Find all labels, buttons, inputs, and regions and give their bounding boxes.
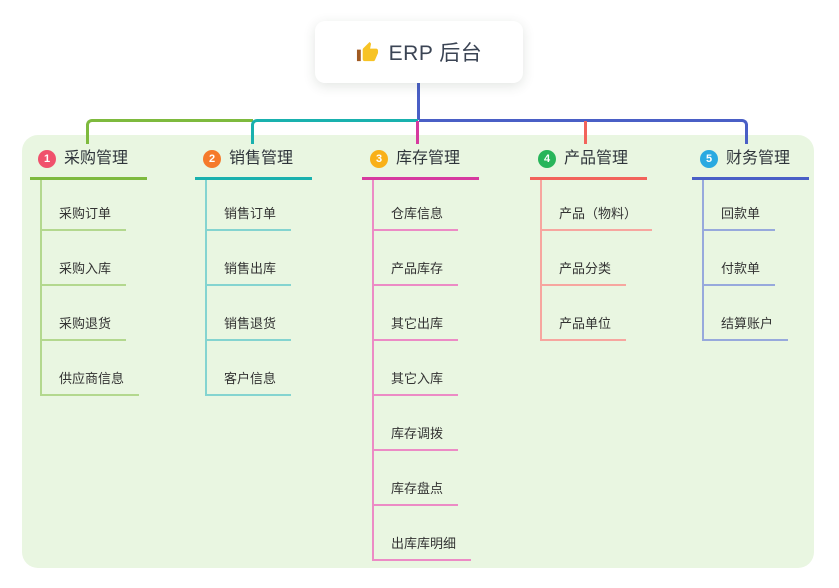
mindmap-leaf-node[interactable]: 出库库明细 [374,506,479,561]
leaf-node-label: 销售退货 [207,313,292,341]
root-node-label: ERP 后台 [388,42,483,65]
connector-drop-product [584,121,587,144]
mindmap-leaf-node[interactable]: 库存盘点 [374,451,479,506]
mindmap-leaf-node[interactable]: 付款单 [704,231,809,286]
mindmap-leaf-node[interactable]: 产品库存 [374,231,479,286]
branch-number-badge: 3 [370,150,388,168]
leaf-node-label: 采购退货 [42,313,127,341]
branch-items: 回款单 付款单 结算账户 [702,180,809,341]
mindmap-leaf-node[interactable]: 销售订单 [207,180,312,231]
mindmap-leaf-node[interactable]: 销售退货 [207,286,312,341]
branch-finance: 5 财务管理 回款单 付款单 结算账户 [692,149,809,341]
root-stem-line [417,82,420,120]
branch-items: 产品（物料） 产品分类 产品单位 [540,180,653,341]
branch-inventory: 3 库存管理 仓库信息 产品库存 其它出库 其它入库 库存调拨 库存盘点 出库库… [362,149,479,561]
mindmap-leaf-node[interactable]: 采购入库 [42,231,147,286]
mindmap-leaf-node[interactable]: 结算账户 [704,286,809,341]
leaf-node-label: 库存调拨 [374,423,459,451]
branch-title-label: 销售管理 [229,150,294,167]
connector-drop-inventory [416,121,419,144]
leaf-node-label: 其它入库 [374,368,459,396]
branch-title-node[interactable]: 2 销售管理 [195,149,312,180]
branch-title-label: 采购管理 [64,150,129,167]
branch-items: 采购订单 采购入库 采购退货 供应商信息 [40,180,147,396]
branch-title-label: 产品管理 [564,150,629,167]
mindmap-leaf-node[interactable]: 产品（物料） [542,180,653,231]
branch-title-node[interactable]: 3 库存管理 [362,149,479,180]
branch-title-label: 财务管理 [726,150,791,167]
leaf-node-label: 结算账户 [704,313,789,341]
branch-number-badge: 2 [203,150,221,168]
thumbs-up-icon [356,41,378,61]
leaf-node-label: 其它出库 [374,313,459,341]
leaf-node-label: 回款单 [704,203,776,231]
branch-title-label: 库存管理 [396,150,461,167]
leaf-node-label: 仓库信息 [374,203,459,231]
branch-purchase: 1 采购管理 采购订单 采购入库 采购退货 供应商信息 [30,149,147,396]
root-node[interactable]: ERP 后台 [315,21,523,83]
mindmap-leaf-node[interactable]: 供应商信息 [42,341,147,396]
mindmap-leaf-node[interactable]: 采购订单 [42,180,147,231]
leaf-node-label: 客户信息 [207,368,292,396]
mindmap-leaf-node[interactable]: 产品分类 [542,231,652,286]
mindmap-leaf-node[interactable]: 库存调拨 [374,396,479,451]
branch-items: 仓库信息 产品库存 其它出库 其它入库 库存调拨 库存盘点 出库库明细 [372,180,479,561]
leaf-node-label: 产品分类 [542,258,627,286]
branch-product: 4 产品管理 产品（物料） 产品分类 产品单位 [530,149,653,341]
leaf-node-label: 库存盘点 [374,478,459,506]
leaf-node-label: 产品单位 [542,313,627,341]
leaf-node-label: 付款单 [704,258,776,286]
leaf-node-label: 产品（物料） [542,203,653,231]
connector-elbow-purchase [86,119,253,144]
branch-title-node[interactable]: 5 财务管理 [692,149,809,180]
branch-title-node[interactable]: 4 产品管理 [530,149,647,180]
branch-number-badge: 4 [538,150,556,168]
mindmap-leaf-node[interactable]: 产品单位 [542,286,652,341]
branch-number-badge: 1 [38,150,56,168]
mindmap-leaf-node[interactable]: 其它入库 [374,341,479,396]
branch-number-badge: 5 [700,150,718,168]
mindmap-leaf-node[interactable]: 其它出库 [374,286,479,341]
leaf-node-label: 采购入库 [42,258,127,286]
leaf-node-label: 采购订单 [42,203,127,231]
leaf-node-label: 供应商信息 [42,368,140,396]
connector-elbow-finance [419,119,748,144]
mindmap-leaf-node[interactable]: 采购退货 [42,286,147,341]
branch-title-node[interactable]: 1 采购管理 [30,149,147,180]
connector-elbow-sales [251,119,418,144]
mindmap-leaf-node[interactable]: 销售出库 [207,231,312,286]
leaf-node-label: 出库库明细 [374,533,472,561]
mindmap-leaf-node[interactable]: 仓库信息 [374,180,479,231]
branches-background-panel [22,135,814,568]
leaf-node-label: 销售出库 [207,258,292,286]
mindmap-leaf-node[interactable]: 客户信息 [207,341,312,396]
leaf-node-label: 产品库存 [374,258,459,286]
branch-sales: 2 销售管理 销售订单 销售出库 销售退货 客户信息 [195,149,312,396]
branch-items: 销售订单 销售出库 销售退货 客户信息 [205,180,312,396]
leaf-node-label: 销售订单 [207,203,292,231]
mindmap-leaf-node[interactable]: 回款单 [704,180,809,231]
